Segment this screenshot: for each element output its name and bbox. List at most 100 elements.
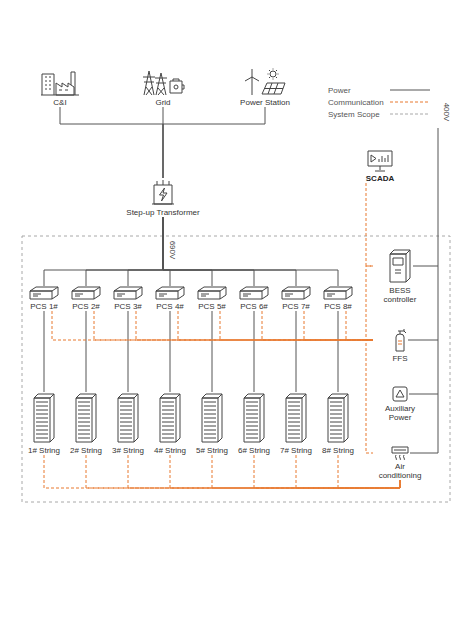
icon-stroke: [162, 434, 174, 435]
power-line: [170, 311, 171, 392]
node-label: 2# String: [66, 446, 106, 455]
power-line: [163, 217, 338, 286]
icon-stroke: [162, 406, 174, 407]
legend: PowerCommunicationSystem Scope: [328, 84, 430, 120]
pcs-icon: [323, 286, 353, 300]
str-icon: [200, 392, 224, 444]
icon-stroke: [390, 250, 410, 282]
icon-stroke: [162, 430, 174, 431]
pcs-icon: [71, 286, 101, 300]
communication-line: [366, 340, 373, 453]
pcs-node: PCS 6#: [235, 286, 273, 311]
pcs-node: PCS 8#: [319, 286, 357, 311]
icon-stroke: [162, 438, 174, 439]
icon-stroke: [204, 402, 216, 403]
ac-icon: [391, 446, 409, 460]
icon-stroke: [392, 447, 408, 453]
str-icon: [242, 392, 266, 444]
icon-stroke: [36, 438, 48, 439]
icon-stroke: [396, 329, 406, 351]
str-icon: [74, 392, 98, 444]
icon-stroke: [78, 402, 90, 403]
icon-stroke: [330, 426, 342, 427]
icon-stroke: [120, 430, 132, 431]
ci-icon: [40, 68, 80, 96]
pcs-node: PCS 3#: [109, 286, 147, 311]
icon-stroke: [246, 434, 258, 435]
icon-stroke: [78, 438, 90, 439]
icon-stroke: [288, 406, 300, 407]
legend-item: System Scope: [328, 108, 430, 120]
icon-stroke: [120, 426, 132, 427]
icon-stroke: [120, 434, 132, 435]
node-label: PCS 2#: [67, 302, 105, 311]
power-line: [254, 311, 255, 392]
communication-line: [366, 266, 373, 340]
icon-stroke: [204, 438, 216, 439]
communication-line: [366, 183, 373, 266]
icon-stroke: [288, 402, 300, 403]
icon-stroke: [162, 422, 174, 423]
node-label: PCS 4#: [151, 302, 189, 311]
pcs-icon: [113, 286, 143, 300]
icon-stroke: [204, 406, 216, 407]
communication-line: [220, 311, 373, 340]
icon-stroke: [330, 410, 342, 411]
icon-stroke: [204, 414, 216, 415]
icon-stroke: [330, 414, 342, 415]
icon-stroke: [368, 151, 392, 171]
str-node: 8# String: [318, 392, 358, 455]
icon-stroke: [78, 426, 90, 427]
icon-stroke: [204, 430, 216, 431]
icon-stroke: [371, 155, 388, 162]
icon-stroke: [162, 426, 174, 427]
node-label: 8# String: [318, 446, 358, 455]
power-line: [60, 107, 163, 178]
icon-stroke: [240, 287, 268, 299]
src-node: Power Station: [232, 68, 298, 107]
icon-stroke: [120, 410, 132, 411]
icon-stroke: [330, 402, 342, 403]
pcs-icon: [29, 286, 59, 300]
pcs-node: PCS 2#: [67, 286, 105, 311]
icon-stroke: [246, 438, 258, 439]
communication-line: [44, 455, 400, 488]
icon-stroke: [76, 394, 96, 442]
str-node: 1# String: [24, 392, 64, 455]
node-label: PCS 3#: [109, 302, 147, 311]
node-label: PCS 6#: [235, 302, 273, 311]
legend-item: Power: [328, 84, 430, 96]
icon-stroke: [330, 430, 342, 431]
icon-stroke: [30, 287, 58, 299]
icon-stroke: [36, 410, 48, 411]
node-label: PCS 5#: [193, 302, 231, 311]
ffs-icon: [393, 328, 407, 352]
pcs-node: PCS 7#: [277, 286, 315, 311]
icon-stroke: [160, 394, 180, 442]
power-line: [44, 311, 45, 392]
power-line: [163, 217, 254, 286]
icon-stroke: [143, 71, 155, 95]
str-icon: [32, 392, 56, 444]
pcs-icon: [155, 286, 185, 300]
node-label: PCS 8#: [319, 302, 357, 311]
bess-icon: [388, 248, 412, 284]
communication-line: [170, 455, 400, 488]
icon-stroke: [288, 430, 300, 431]
src-node: C&I: [35, 68, 85, 107]
node-label: Step-up Transformer: [121, 208, 205, 217]
str-icon: [116, 392, 140, 444]
icon-stroke: [246, 426, 258, 427]
icon-stroke: [330, 438, 342, 439]
icon-stroke: [204, 410, 216, 411]
pcs-node: PCS 4#: [151, 286, 189, 311]
node-label: BESS controller: [373, 286, 427, 304]
communication-line: [212, 455, 400, 488]
icon-stroke: [393, 387, 407, 401]
icon-stroke: [56, 72, 75, 95]
node-label: C&I: [35, 98, 85, 107]
icon-stroke: [246, 430, 258, 431]
